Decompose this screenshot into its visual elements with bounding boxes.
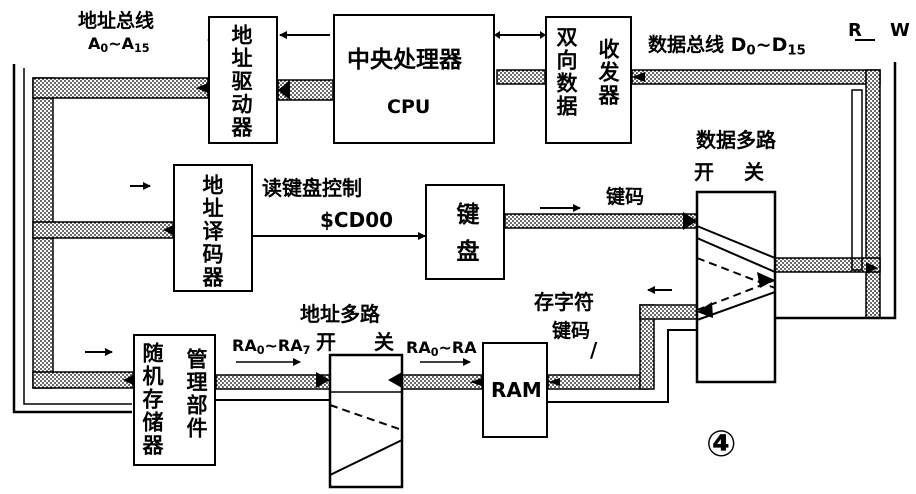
char-store-label: 存字符: [534, 290, 594, 314]
address-mux-label-kai: 开: [316, 330, 336, 354]
ram-manager-block: 随机存储器 管理部件: [133, 334, 216, 466]
transceiver-label: 收发器: [596, 38, 620, 107]
address-driver-label: 地址驱动器: [229, 24, 253, 139]
char-store-slash: /: [590, 338, 598, 362]
ra-right-label: RA0~RA: [406, 338, 477, 359]
keyboard-address-label: $CD00: [320, 208, 394, 232]
keyboard-block: 键盘: [425, 184, 505, 280]
cpu-label: 中央处理器: [347, 47, 462, 73]
bidirectional-data-label: 双向数据: [554, 26, 578, 118]
ram-manager-label-a: 随机存储器: [140, 342, 164, 457]
control-lines: [85, 31, 875, 366]
cpu-address-link: [277, 79, 334, 101]
ram-block: RAM: [482, 342, 548, 438]
data-mux-label-guan: 关: [744, 160, 764, 184]
address-bus-label: 地址总线: [78, 10, 155, 32]
address-decoder-block: 地址译码器: [173, 164, 253, 292]
address-mux-label-guan: 关: [374, 330, 394, 354]
cpu-block: 中央处理器 CPU: [333, 14, 495, 144]
ram-manager-label-b: 管理部件: [184, 348, 208, 440]
ram-bus: [215, 304, 701, 403]
cpu-label-en: CPU: [387, 96, 431, 118]
data-mux-label: 数据多路: [696, 128, 776, 152]
keyboard-label: 键盘: [452, 202, 478, 276]
outer-return-bus: [12, 64, 132, 414]
bus-arrowheads: [123, 72, 878, 386]
key-code-label-top: 键码: [606, 186, 645, 208]
figure-number: ④: [706, 424, 737, 465]
address-mux-block: [316, 353, 404, 489]
address-mux-label: 地址多路: [300, 302, 380, 326]
char-store-keycode-label: 键码: [552, 320, 591, 342]
address-range-label: A0~A15: [88, 34, 150, 55]
rw-label-w: W: [890, 20, 910, 41]
keyboard-read-control-label: 读键盘控制: [262, 176, 362, 200]
keyboard-bus: [504, 213, 698, 229]
data-mux-label-kai: 开: [694, 160, 714, 184]
bidirectional-data-block: 双向数据 收发器: [545, 16, 632, 144]
rw-label-r: R: [848, 20, 862, 41]
ram-label: RAM: [491, 378, 542, 402]
data-bus-label: 数据总线 D0~D15: [648, 34, 806, 59]
address-driver-block: 地址驱动器: [208, 16, 278, 144]
data-mux-block: [683, 190, 777, 384]
address-decoder-label: 地址译码器: [200, 174, 224, 289]
ra-left-label: RA0~RA7: [232, 336, 311, 357]
